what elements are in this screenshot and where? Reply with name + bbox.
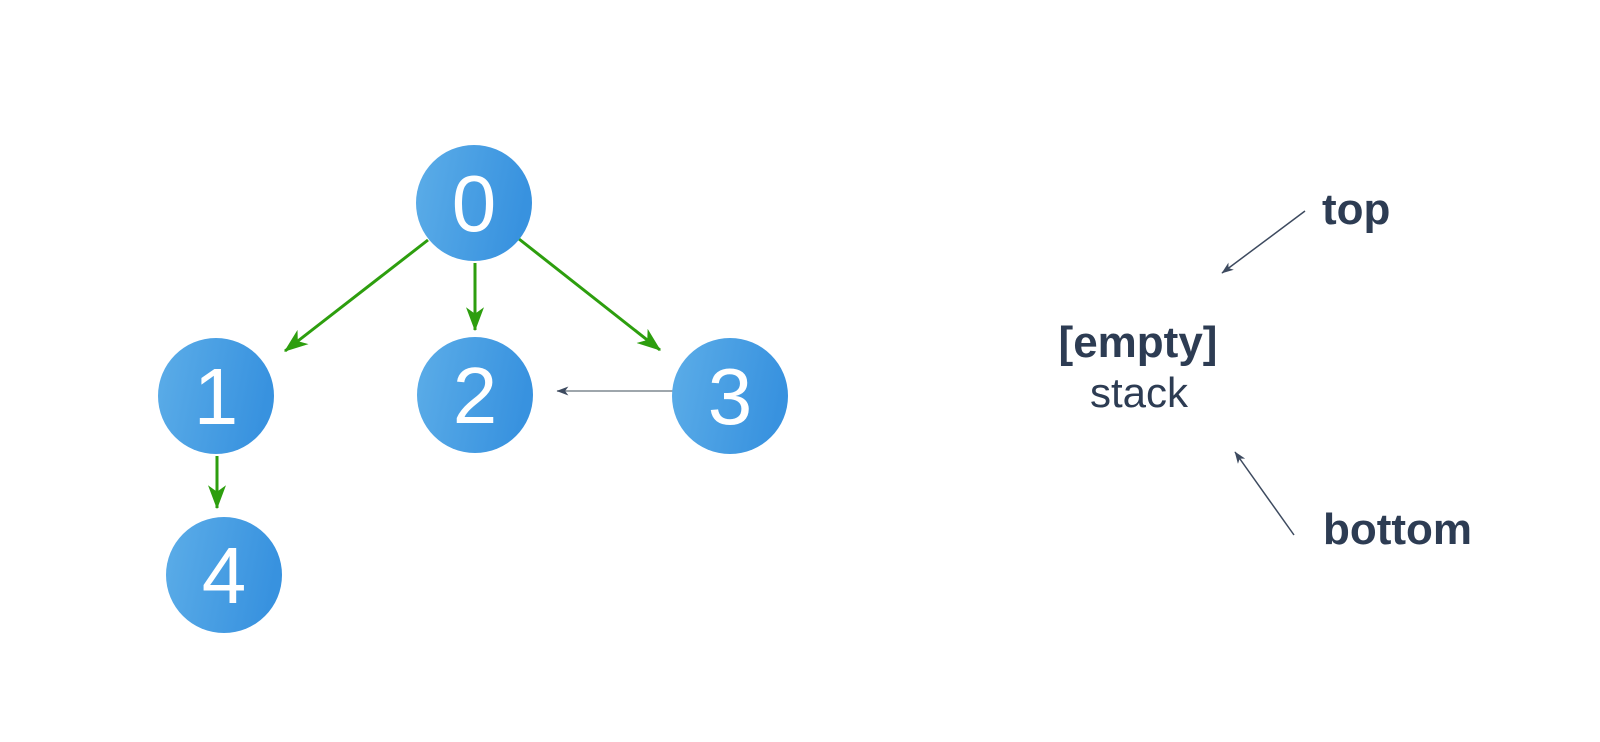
graph-node-0: 0 [416, 145, 532, 261]
graph-node-3: 3 [672, 338, 788, 454]
stack-bottom-label: bottom [1323, 505, 1472, 554]
node-4-label: 4 [202, 531, 247, 620]
node-2-circle [417, 337, 533, 453]
node-1-circle [158, 338, 274, 454]
stack-bottom-pointer-arrow [1234, 451, 1295, 536]
node-0-circle [416, 145, 532, 261]
node-3-circle [672, 338, 788, 454]
stack-top-pointer-arrow [1221, 210, 1306, 274]
node-1-label: 1 [194, 352, 239, 441]
node-0-label: 0 [452, 159, 497, 248]
node-3-label: 3 [708, 352, 753, 441]
graph-node-4: 4 [166, 517, 282, 633]
edge-0-to-3 [518, 237, 661, 352]
stack-name-label: stack [1090, 369, 1189, 416]
edge-0-to-1 [284, 238, 429, 353]
node-4-circle [166, 517, 282, 633]
graph-node-1: 1 [158, 338, 274, 454]
stack-top-label: top [1322, 185, 1390, 234]
graph-node-2: 2 [417, 337, 533, 453]
stack-state-label: [empty] [1059, 318, 1218, 367]
node-2-label: 2 [453, 351, 498, 440]
